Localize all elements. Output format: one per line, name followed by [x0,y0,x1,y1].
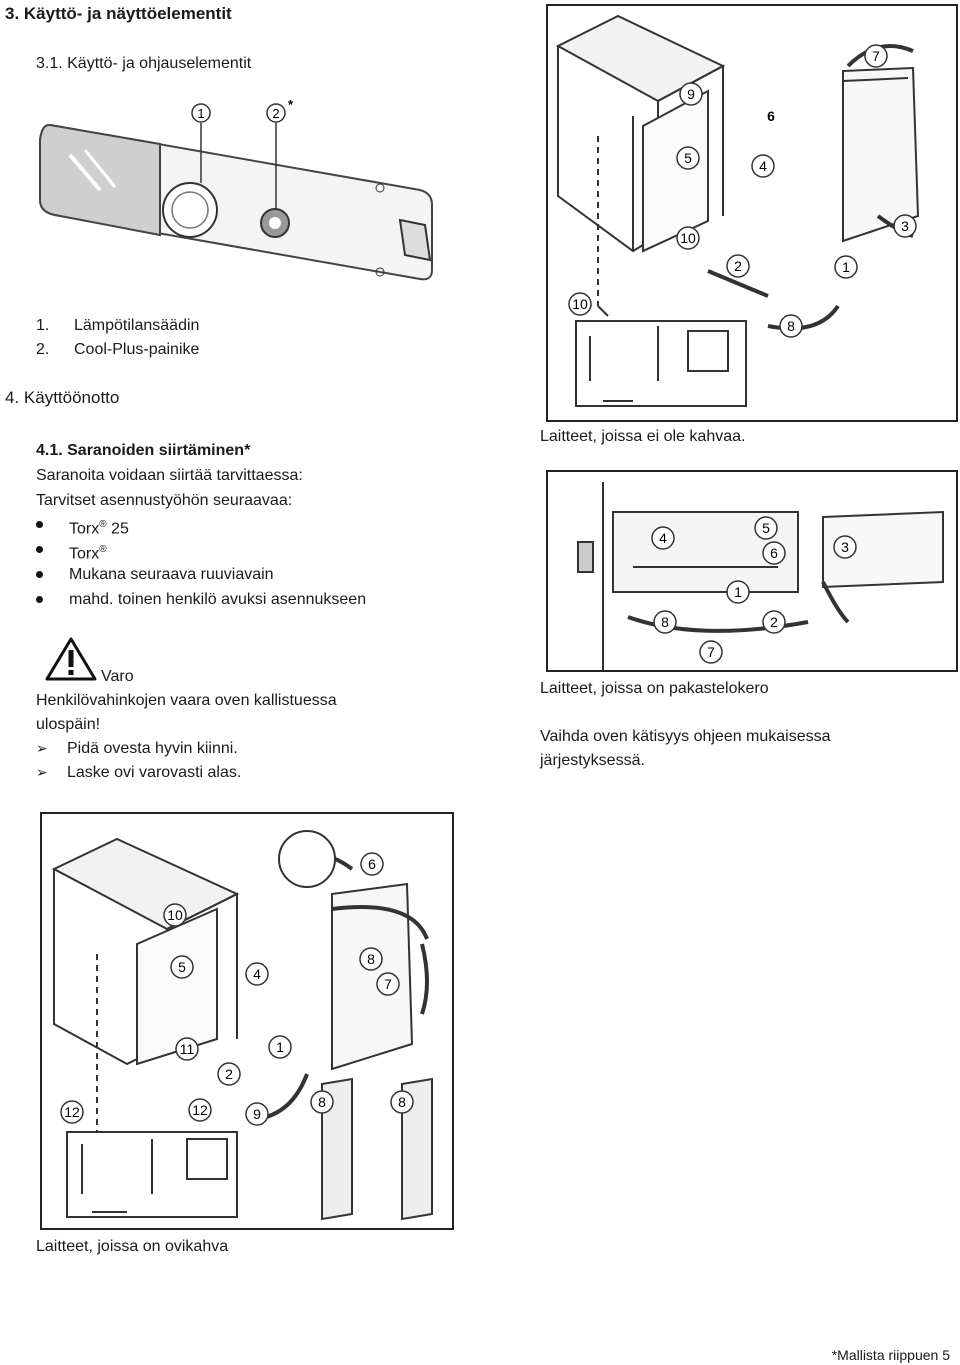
figure-door-handle: 1 2 4 5 6 7 8 8 8 9 10 11 12 12 [40,812,454,1230]
svg-text:8: 8 [398,1094,406,1110]
svg-text:6: 6 [368,856,376,872]
section-3-title: 3. Käyttö- ja näyttöelementit [5,4,232,23]
svg-text:2: 2 [734,258,742,274]
svg-text:5: 5 [762,520,770,536]
warning-title: Varo [101,668,134,685]
svg-text:2: 2 [225,1066,233,1082]
svg-text:7: 7 [384,976,392,992]
section-4-1-line2: Tarvitset asennustyöhön seuraavaa: [36,492,293,509]
caption-door-handle: Laitteet, joissa on ovikahva [36,1238,229,1255]
svg-text:3: 3 [901,218,909,234]
svg-text:4: 4 [759,158,767,174]
caption-freezer: Laitteet, joissa on pakastelokero [540,680,769,697]
svg-text:1: 1 [276,1039,284,1055]
warning-text-2: ulospäin! [36,716,101,733]
svg-text:12: 12 [64,1104,80,1120]
svg-text:10: 10 [167,907,183,923]
thermostat-knob [162,182,218,238]
section-3-1-title: 3.1. Käyttö- ja ohjauselementit [36,55,252,72]
svg-text:9: 9 [687,86,695,102]
svg-text:1: 1 [734,584,742,600]
legend-2: 2. Cool-Plus-painike [36,341,200,358]
page-footer: *Mallista riippuen 5 [831,1347,950,1363]
legend-1: 1. Lämpötilansäädin [36,317,200,334]
callout-2-star: * [288,97,294,112]
svg-text:6: 6 [770,545,778,561]
warning-text-1: Henkilövahinkojen vaara oven kallistuess… [36,692,337,709]
svg-text:5: 5 [178,959,186,975]
svg-text:6: 6 [767,108,775,124]
svg-text:12: 12 [192,1102,208,1118]
freezer-text-2: järjestyksessä. [540,752,645,769]
section-4-1-line1: Saranoita voidaan siirtää tarvittaessa: [36,467,303,484]
svg-text:8: 8 [661,614,669,630]
svg-text:10: 10 [572,296,588,312]
svg-text:4: 4 [659,530,667,546]
svg-text:3: 3 [841,539,849,555]
svg-text:8: 8 [318,1094,326,1110]
callout-2: 2 [272,106,279,121]
svg-text:8: 8 [787,318,795,334]
svg-text:10: 10 [680,230,696,246]
caption-no-handle: Laitteet, joissa ei ole kahvaa. [540,428,746,445]
warning-icon [45,637,97,681]
svg-text:1: 1 [842,259,850,275]
freezer-text-1: Vaihda oven kätisyys ohjeen mukaisessa [540,728,831,745]
control-panel-illustration: 1 2 * [39,97,433,281]
section-4-title: 4. Käyttöönotto [5,388,120,407]
svg-text:4: 4 [253,966,261,982]
svg-text:9: 9 [253,1106,261,1122]
svg-text:8: 8 [367,951,375,967]
svg-text:7: 7 [707,644,715,660]
svg-text:11: 11 [180,1041,195,1057]
figure-freezer: 1 2 3 4 5 6 7 8 [546,470,958,672]
callout-1: 1 [197,106,204,121]
section-4-1-title: 4.1. Saranoiden siirtäminen* [36,442,251,459]
svg-text:7: 7 [872,48,880,64]
svg-text:2: 2 [770,614,778,630]
figure-no-handle: 1 2 3 4 5 6 7 8 9 10 10 [546,4,958,422]
svg-text:5: 5 [684,150,692,166]
